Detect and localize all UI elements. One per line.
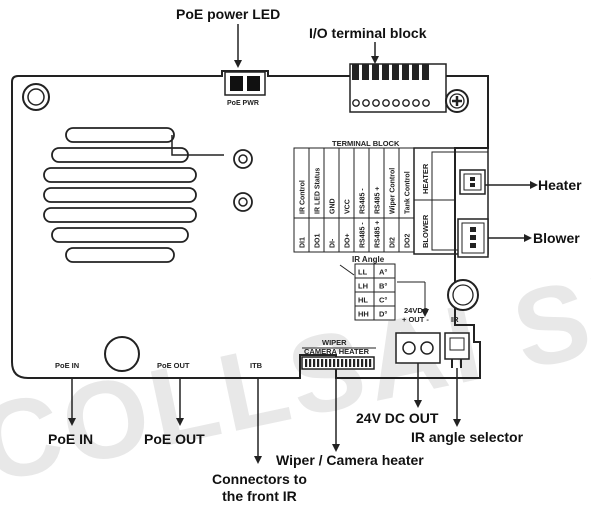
terminal-function-label: RS485 +	[375, 187, 382, 214]
callout-heater: Heater	[538, 177, 582, 193]
ir-selector-arrow	[453, 368, 461, 427]
board-outline	[11, 70, 489, 379]
callout-ir-angle-selector: IR angle selector	[411, 429, 524, 445]
dc-out-connector	[395, 332, 441, 364]
terminal-pin-label: DO1	[315, 234, 322, 249]
terminal-function-label: Tank Control	[405, 171, 412, 214]
board-label-poe-out: PoE OUT	[157, 361, 190, 370]
callout-connectors-front-ir: Connectors to the front IR	[212, 471, 307, 504]
terminal-function-label: GND	[330, 198, 337, 214]
mounting-hole-top-left	[22, 83, 50, 111]
mounting-screw-top-right	[445, 89, 469, 113]
ir-selector-connector	[444, 332, 470, 368]
round-component-right	[447, 279, 479, 311]
terminal-function-label: VCC	[345, 199, 352, 214]
ir-angle-pointer	[339, 264, 426, 312]
wiper-arrow	[332, 378, 340, 452]
terminal-pin-label: DO2	[405, 234, 412, 249]
terminal-pin-label: RS485 +	[375, 221, 382, 248]
terminal-pin-label: DI2	[390, 237, 397, 248]
ir-angle-value: D°	[379, 310, 387, 319]
ir-angle-code: LH	[358, 282, 368, 291]
ir-angle-code: LL	[358, 268, 368, 277]
callout-poe-in: PoE IN	[48, 431, 94, 447]
screw-hole-upper	[233, 149, 253, 169]
poe-out-arrow	[176, 378, 184, 426]
itb-arrow	[254, 378, 262, 464]
ir-angle-value: C°	[379, 296, 387, 305]
callout-io-terminal-block: I/O terminal block	[309, 25, 427, 41]
callout-dc-out: 24V DC OUT	[356, 410, 439, 426]
ir-angle-code: HH	[358, 310, 369, 319]
poe-pwr-led	[224, 71, 266, 96]
callout-wiper-camera-heater: Wiper / Camera heater	[276, 452, 424, 468]
board-label-poe-pwr: PoE PWR	[227, 100, 259, 107]
board-label-24vdc: 24VDC	[404, 306, 429, 315]
heater-arrow	[485, 181, 538, 189]
screw-hole-lower	[233, 192, 253, 212]
terminal-function-label: IR LED Status	[315, 168, 322, 214]
board-label-blower: BLOWER	[421, 214, 430, 248]
board-label-terminal-block: TERMINAL BLOCK	[332, 139, 400, 148]
terminal-pin-label: DI-	[330, 238, 337, 248]
ir-angle-cells: LL A° LH B° HL C° HH D°	[358, 268, 387, 319]
board-label-poe-in: PoE IN	[55, 361, 79, 370]
poe-in-arrow	[68, 378, 76, 426]
ir-angle-value: A°	[379, 268, 387, 277]
terminal-pin-label: DO+	[345, 233, 352, 248]
terminal-function-label: Wiper Control	[390, 168, 397, 214]
callout-poe-out: PoE OUT	[144, 431, 205, 447]
board-label-ir: IR	[451, 315, 459, 324]
bracket-line	[171, 135, 224, 156]
io-terminal-block	[349, 63, 447, 113]
board-label-itb: ITB	[250, 361, 263, 370]
board-label-ir-angle: IR Angle	[352, 255, 385, 264]
bottom-round-component	[104, 336, 140, 372]
io-terminal-arrow	[371, 42, 379, 64]
heater-connector	[459, 169, 486, 195]
terminal-function-label: IR Control	[300, 180, 307, 214]
terminal-pin-label: RS485 -	[360, 222, 367, 248]
terminal-pin-labels: DI1 DO1 DI- DO+ RS485 - RS485 + DI2 DO2	[300, 221, 412, 248]
wiper-connector	[301, 356, 375, 370]
blower-arrow	[488, 234, 532, 242]
ir-angle-table	[354, 263, 396, 321]
board-label-camera-heater: CAMERA HEATER	[304, 347, 370, 356]
terminal-function-label: RS485 -	[360, 188, 367, 214]
dc-out-arrow	[414, 363, 422, 408]
terminal-pin-label: DI1	[300, 237, 307, 248]
callout-poe-power-led: PoE power LED	[176, 6, 281, 22]
ir-angle-code: HL	[358, 296, 368, 305]
ir-angle-value: B°	[379, 282, 387, 291]
poe-led-arrow	[234, 24, 242, 68]
board-label-wiper: WIPER	[322, 338, 347, 347]
callout-blower: Blower	[533, 230, 580, 246]
speaker-grille	[43, 127, 197, 263]
ir-angle-pointer-head	[421, 309, 429, 317]
board-label-heater: HEATER	[421, 163, 430, 194]
blower-connector	[457, 218, 489, 258]
board-label-out-pm: + OUT -	[402, 315, 429, 324]
